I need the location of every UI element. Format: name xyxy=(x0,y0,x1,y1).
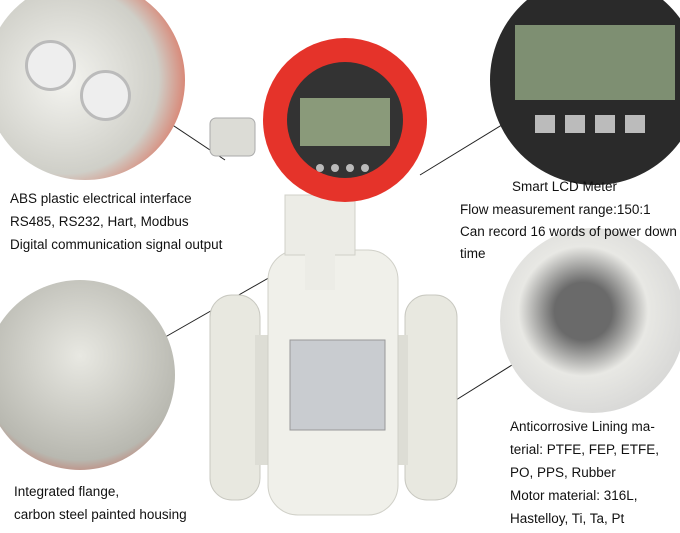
lcd-line-3: time xyxy=(460,246,486,261)
lining-line-5: Hastelloy, Ti, Ta, Pt xyxy=(510,511,625,526)
right-flange xyxy=(393,294,458,501)
meter-neck xyxy=(284,194,356,256)
lining-line-1: Anticorrosive Lining ma- xyxy=(510,419,655,434)
interface-line-2: RS485, RS232, Hart, Modbus xyxy=(10,214,189,229)
flange-line-1: Integrated flange, xyxy=(14,484,120,499)
lining-line-2: terial: PTFE, FEP, ETFE, xyxy=(510,442,660,457)
lcd-line-1: Flow measurement range:150:1 xyxy=(460,202,651,217)
lcd-display xyxy=(300,98,390,146)
inset-flange xyxy=(0,280,175,470)
flange-line-2: carbon steel painted housing xyxy=(14,507,187,522)
nameplate xyxy=(289,339,386,431)
lcd-title: Smart LCD Meter xyxy=(512,179,618,194)
inset-lcd-meter xyxy=(490,0,680,185)
interface-line-3: Digital communication signal output xyxy=(10,237,223,252)
cable-gland xyxy=(209,117,256,157)
left-flange xyxy=(209,294,270,501)
lining-line-3: PO, PPS, Rubber xyxy=(510,465,616,480)
inset-lining xyxy=(500,228,680,413)
leader-line xyxy=(419,119,511,176)
interface-line-1: ABS plastic electrical interface xyxy=(10,191,192,206)
lining-line-4: Motor material: 316L, xyxy=(510,488,638,503)
inset-cable-glands xyxy=(0,0,185,180)
lcd-line-2: Can record 16 words of power down xyxy=(460,224,677,239)
